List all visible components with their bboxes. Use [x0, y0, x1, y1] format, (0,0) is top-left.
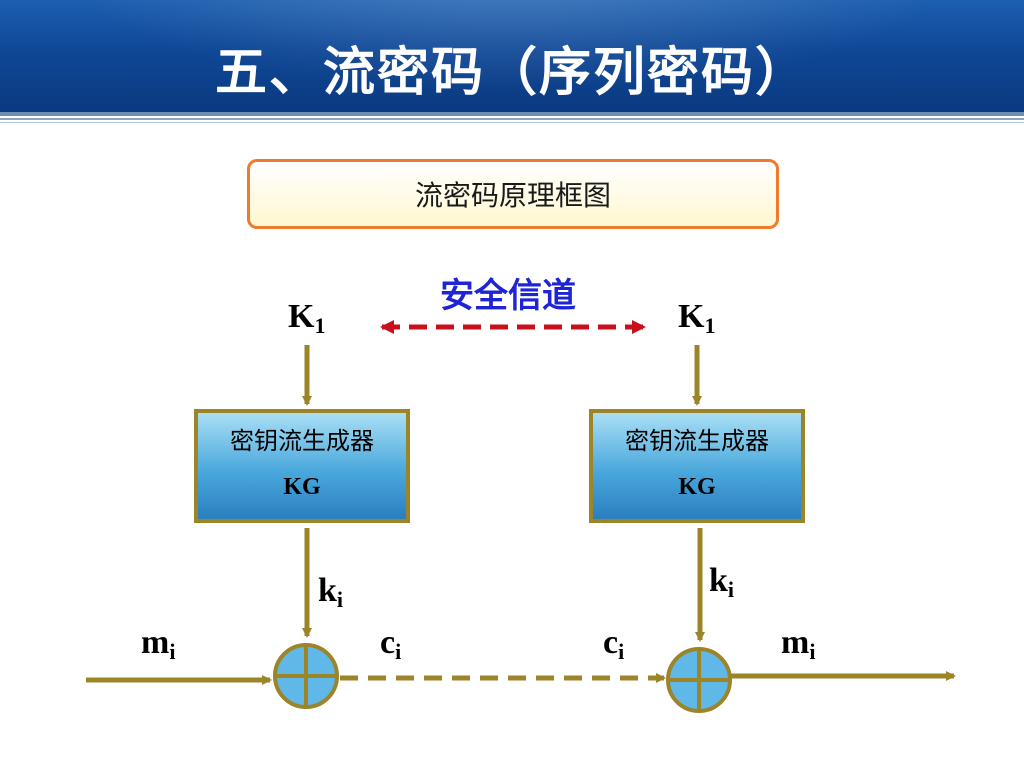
diagram-caption-text: 流密码原理框图: [414, 179, 611, 212]
ciphertext-out-label: ci: [380, 624, 402, 664]
plaintext-input-label: mi: [141, 624, 176, 664]
sender-xor-icon: [273, 643, 339, 709]
generator-name: 密钥流生成器: [625, 427, 769, 455]
diagram-caption: 流密码原理框图: [247, 159, 779, 229]
generator-name: 密钥流生成器: [230, 427, 374, 455]
title-rule: [0, 112, 1024, 116]
receiver-keystream-generator: 密钥流生成器 KG: [589, 409, 805, 523]
secure-channel-label: 安全信道: [440, 276, 576, 316]
receiver-key-label: K1: [678, 298, 716, 338]
plaintext-output-label: mi: [781, 624, 816, 664]
title-rule: [0, 122, 1024, 123]
ciphertext-in-label: ci: [603, 624, 625, 664]
title-banner: [0, 0, 1024, 112]
generator-code: KG: [283, 474, 321, 500]
receiver-xor-icon: [666, 647, 732, 713]
sender-keystream-label: ki: [318, 572, 344, 612]
sender-key-label: K1: [288, 298, 326, 338]
generator-code: KG: [678, 474, 716, 500]
title-rule: [0, 118, 1024, 120]
slide-title: 五、流密码（序列密码）: [214, 43, 809, 103]
receiver-keystream-label: ki: [709, 562, 735, 602]
sender-keystream-generator: 密钥流生成器 KG: [194, 409, 410, 523]
